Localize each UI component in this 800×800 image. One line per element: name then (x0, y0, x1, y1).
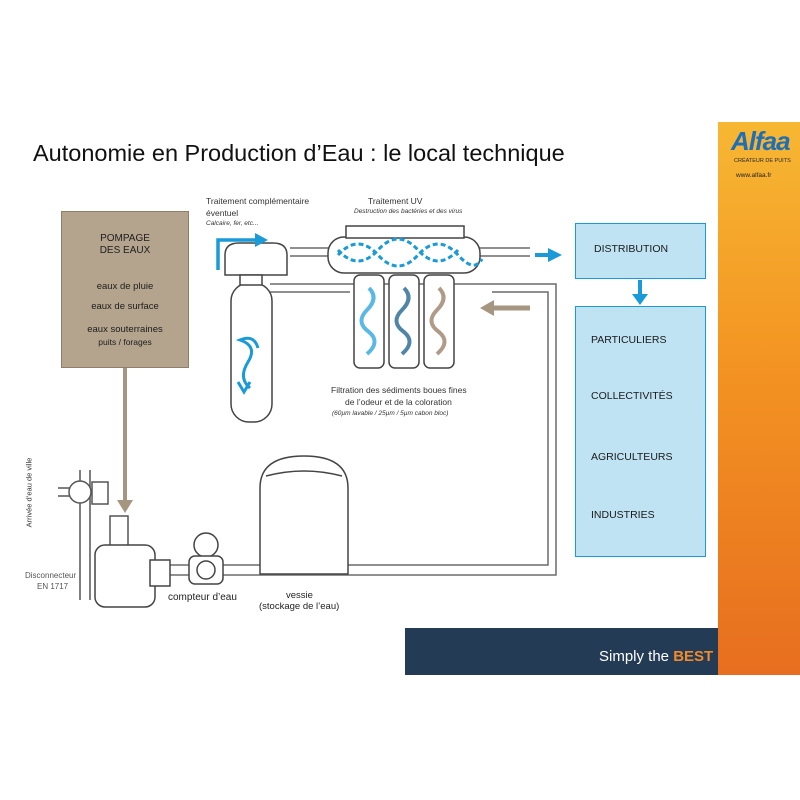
footer-slogan: Simply the BEST (599, 648, 713, 665)
uv-lamp (327, 225, 484, 274)
footer-slogan-emphasis: BEST (673, 648, 714, 665)
pompage-heading-1: POMPAGE (100, 233, 150, 244)
traitement-comp-sub: Calcaire, fer, etc... (206, 220, 259, 227)
distribution-label: DISTRIBUTION (594, 243, 669, 255)
filtration-label: Filtration des sédiments boues fines (331, 385, 467, 395)
disconnector (94, 544, 171, 608)
filtration-label-2: de l’odeur et de la coloration (345, 397, 452, 407)
softener-filter (224, 242, 288, 423)
brand-tagline: CRÉATEUR DE PUITS (734, 158, 791, 164)
pompage-heading-2: DES EAUX (99, 245, 151, 256)
target-label: COLLECTIVITÉS (591, 390, 673, 402)
pompage-item: eaux de surface (91, 301, 159, 312)
footer-band (405, 628, 718, 675)
brand-logo[interactable]: Alfaa (731, 126, 791, 156)
traitement-comp-label-2: éventuel (206, 208, 239, 218)
water-meter-graphic (188, 532, 224, 585)
target-label: INDUSTRIES (591, 509, 655, 521)
footer-slogan-prefix: Simply the (599, 648, 670, 665)
to-uv-arrow (216, 238, 255, 270)
traitement-uv-label: Traitement UV (368, 196, 423, 206)
pompage-box: POMPAGE DES EAUX eaux de pluie eaux de s… (62, 212, 188, 367)
pompage-item: eaux de pluie (96, 281, 154, 292)
pompage-item: eaux souterraines (87, 324, 163, 335)
vessie-label-2: (stockage de l’eau) (259, 601, 340, 612)
city-inlet (58, 470, 129, 600)
targets-box (575, 306, 706, 557)
filtration-sub: (60µm lavable / 25µm / 5µm cabon bloc) (332, 410, 449, 417)
sediment-filters (353, 274, 455, 369)
traitement-comp-label: Traitement complémentaire (206, 196, 310, 206)
logo-band (718, 122, 800, 675)
arrivee-label: Arrivée d’eau de ville (24, 457, 34, 528)
target-label: AGRICULTEURS (591, 451, 673, 463)
disconnecteur-label-2: EN 1717 (37, 582, 69, 591)
vessie-label: vessie (286, 590, 313, 601)
brand-url[interactable]: www.alfaa.fr (736, 172, 772, 179)
target-label: PARTICULIERS (591, 334, 667, 346)
softener-flow-arrow (235, 336, 260, 390)
pompage-item: puits / forages (98, 337, 152, 347)
compteur-label: compteur d’eau (168, 592, 237, 603)
pipe-loop (168, 247, 557, 576)
slide-title: Autonomie en Production d’Eau : le local… (33, 140, 565, 166)
disconnecteur-label: Disconnecteur (25, 571, 77, 580)
traitement-uv-sub: Destruction des bactéries et des virus (354, 208, 463, 215)
distribution-box (575, 223, 706, 279)
bladder-tank (259, 455, 349, 575)
